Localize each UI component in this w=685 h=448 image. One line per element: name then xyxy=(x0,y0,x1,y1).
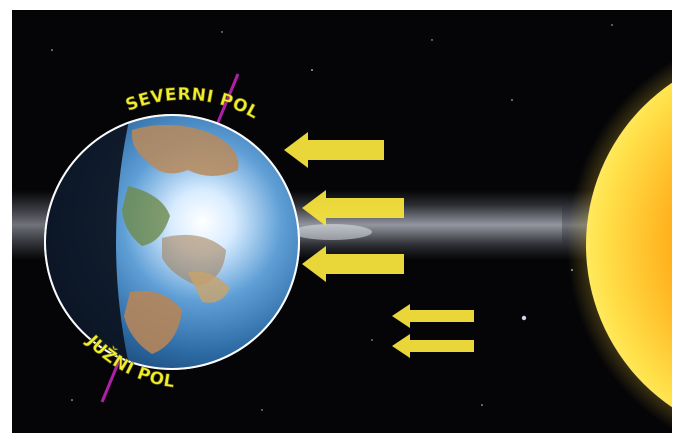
arrow-left-icon xyxy=(302,190,404,226)
arrow-left-icon xyxy=(392,334,474,358)
arrow-left-icon xyxy=(284,132,384,168)
sun xyxy=(567,60,672,430)
sunlight-arrows xyxy=(284,132,474,358)
space-scene: SEVERNI POL JUŽNI POL xyxy=(12,10,672,433)
stars xyxy=(51,24,613,411)
earth-sun-illustration: SEVERNI POL JUŽNI POL xyxy=(12,24,672,430)
earth xyxy=(44,114,300,370)
arrow-left-icon xyxy=(302,246,404,282)
arrow-left-icon xyxy=(392,304,474,328)
